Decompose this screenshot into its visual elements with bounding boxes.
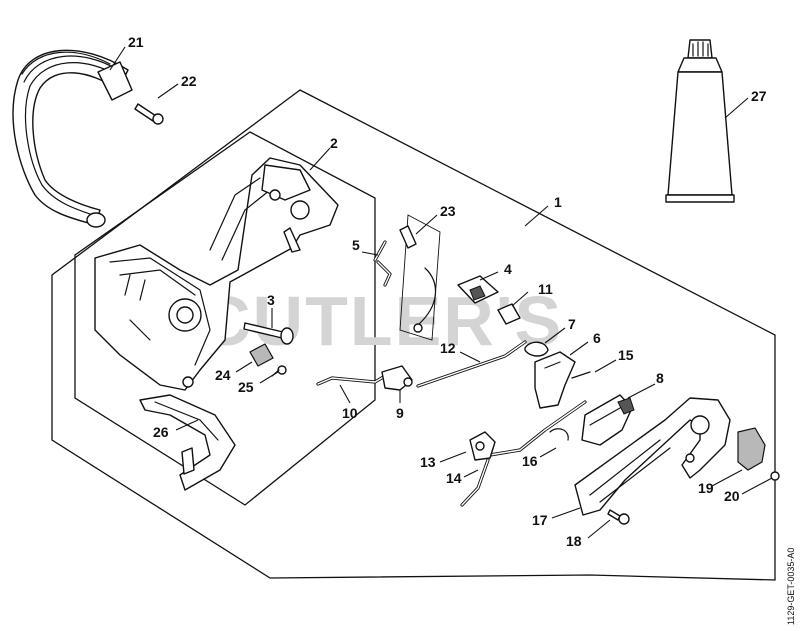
trigger-lockout [581,394,635,446]
callout-22: 22 [181,73,197,89]
callout-24: 24 [215,367,231,383]
handle-screw [134,103,164,125]
contact-spring [497,303,521,325]
front-handle [12,49,133,228]
callout-9: 9 [396,405,404,421]
grease-tube [665,39,735,203]
callout-4: 4 [504,261,512,277]
callout-2: 2 [330,135,338,151]
callout-26: 26 [153,424,169,440]
end-cap [737,427,766,471]
callout-19: 19 [698,480,714,496]
throttle-rod [416,340,527,388]
leader-lines [109,46,773,539]
callout-27: 27 [751,88,767,104]
callout-21: 21 [128,34,144,50]
cap-screw [770,471,780,481]
callout-7: 7 [568,316,576,332]
link-rod [488,400,587,457]
bell-crank [469,431,496,461]
throttle-trigger [534,351,576,409]
spring-clip [524,341,549,357]
callout-8: 8 [656,370,664,386]
callout-20: 20 [724,488,740,504]
wire-clip [373,240,392,287]
callout-16: 16 [522,453,538,469]
callout-1: 1 [554,194,562,210]
callout-5: 5 [352,237,360,253]
lever [381,365,413,391]
callout-3: 3 [267,292,275,308]
callout-12: 12 [440,340,456,356]
drawing-code: 1129-GET-0035-A0 [786,548,796,625]
assembly-outline-1 [51,89,776,581]
callout-17: 17 [532,512,548,528]
callout-13: 13 [420,454,436,470]
spring [571,371,591,379]
bracket-group [399,214,441,341]
callout-6: 6 [593,330,601,346]
switch [457,275,499,304]
assembly-outline-2 [74,131,376,506]
bolt [243,322,294,345]
clip [249,343,274,367]
callout-10: 10 [342,405,358,421]
handle-moulding [574,397,731,516]
cover-plate [139,394,236,491]
callout-23: 23 [440,203,456,219]
moulding-screw [607,509,630,525]
rear-handle-housing [94,157,339,391]
callout-11: 11 [538,281,553,297]
callout-14: 14 [446,470,462,486]
callout-25: 25 [238,379,254,395]
callout-15: 15 [618,347,634,363]
callout-18: 18 [566,533,582,549]
connecting-rod [460,458,490,507]
